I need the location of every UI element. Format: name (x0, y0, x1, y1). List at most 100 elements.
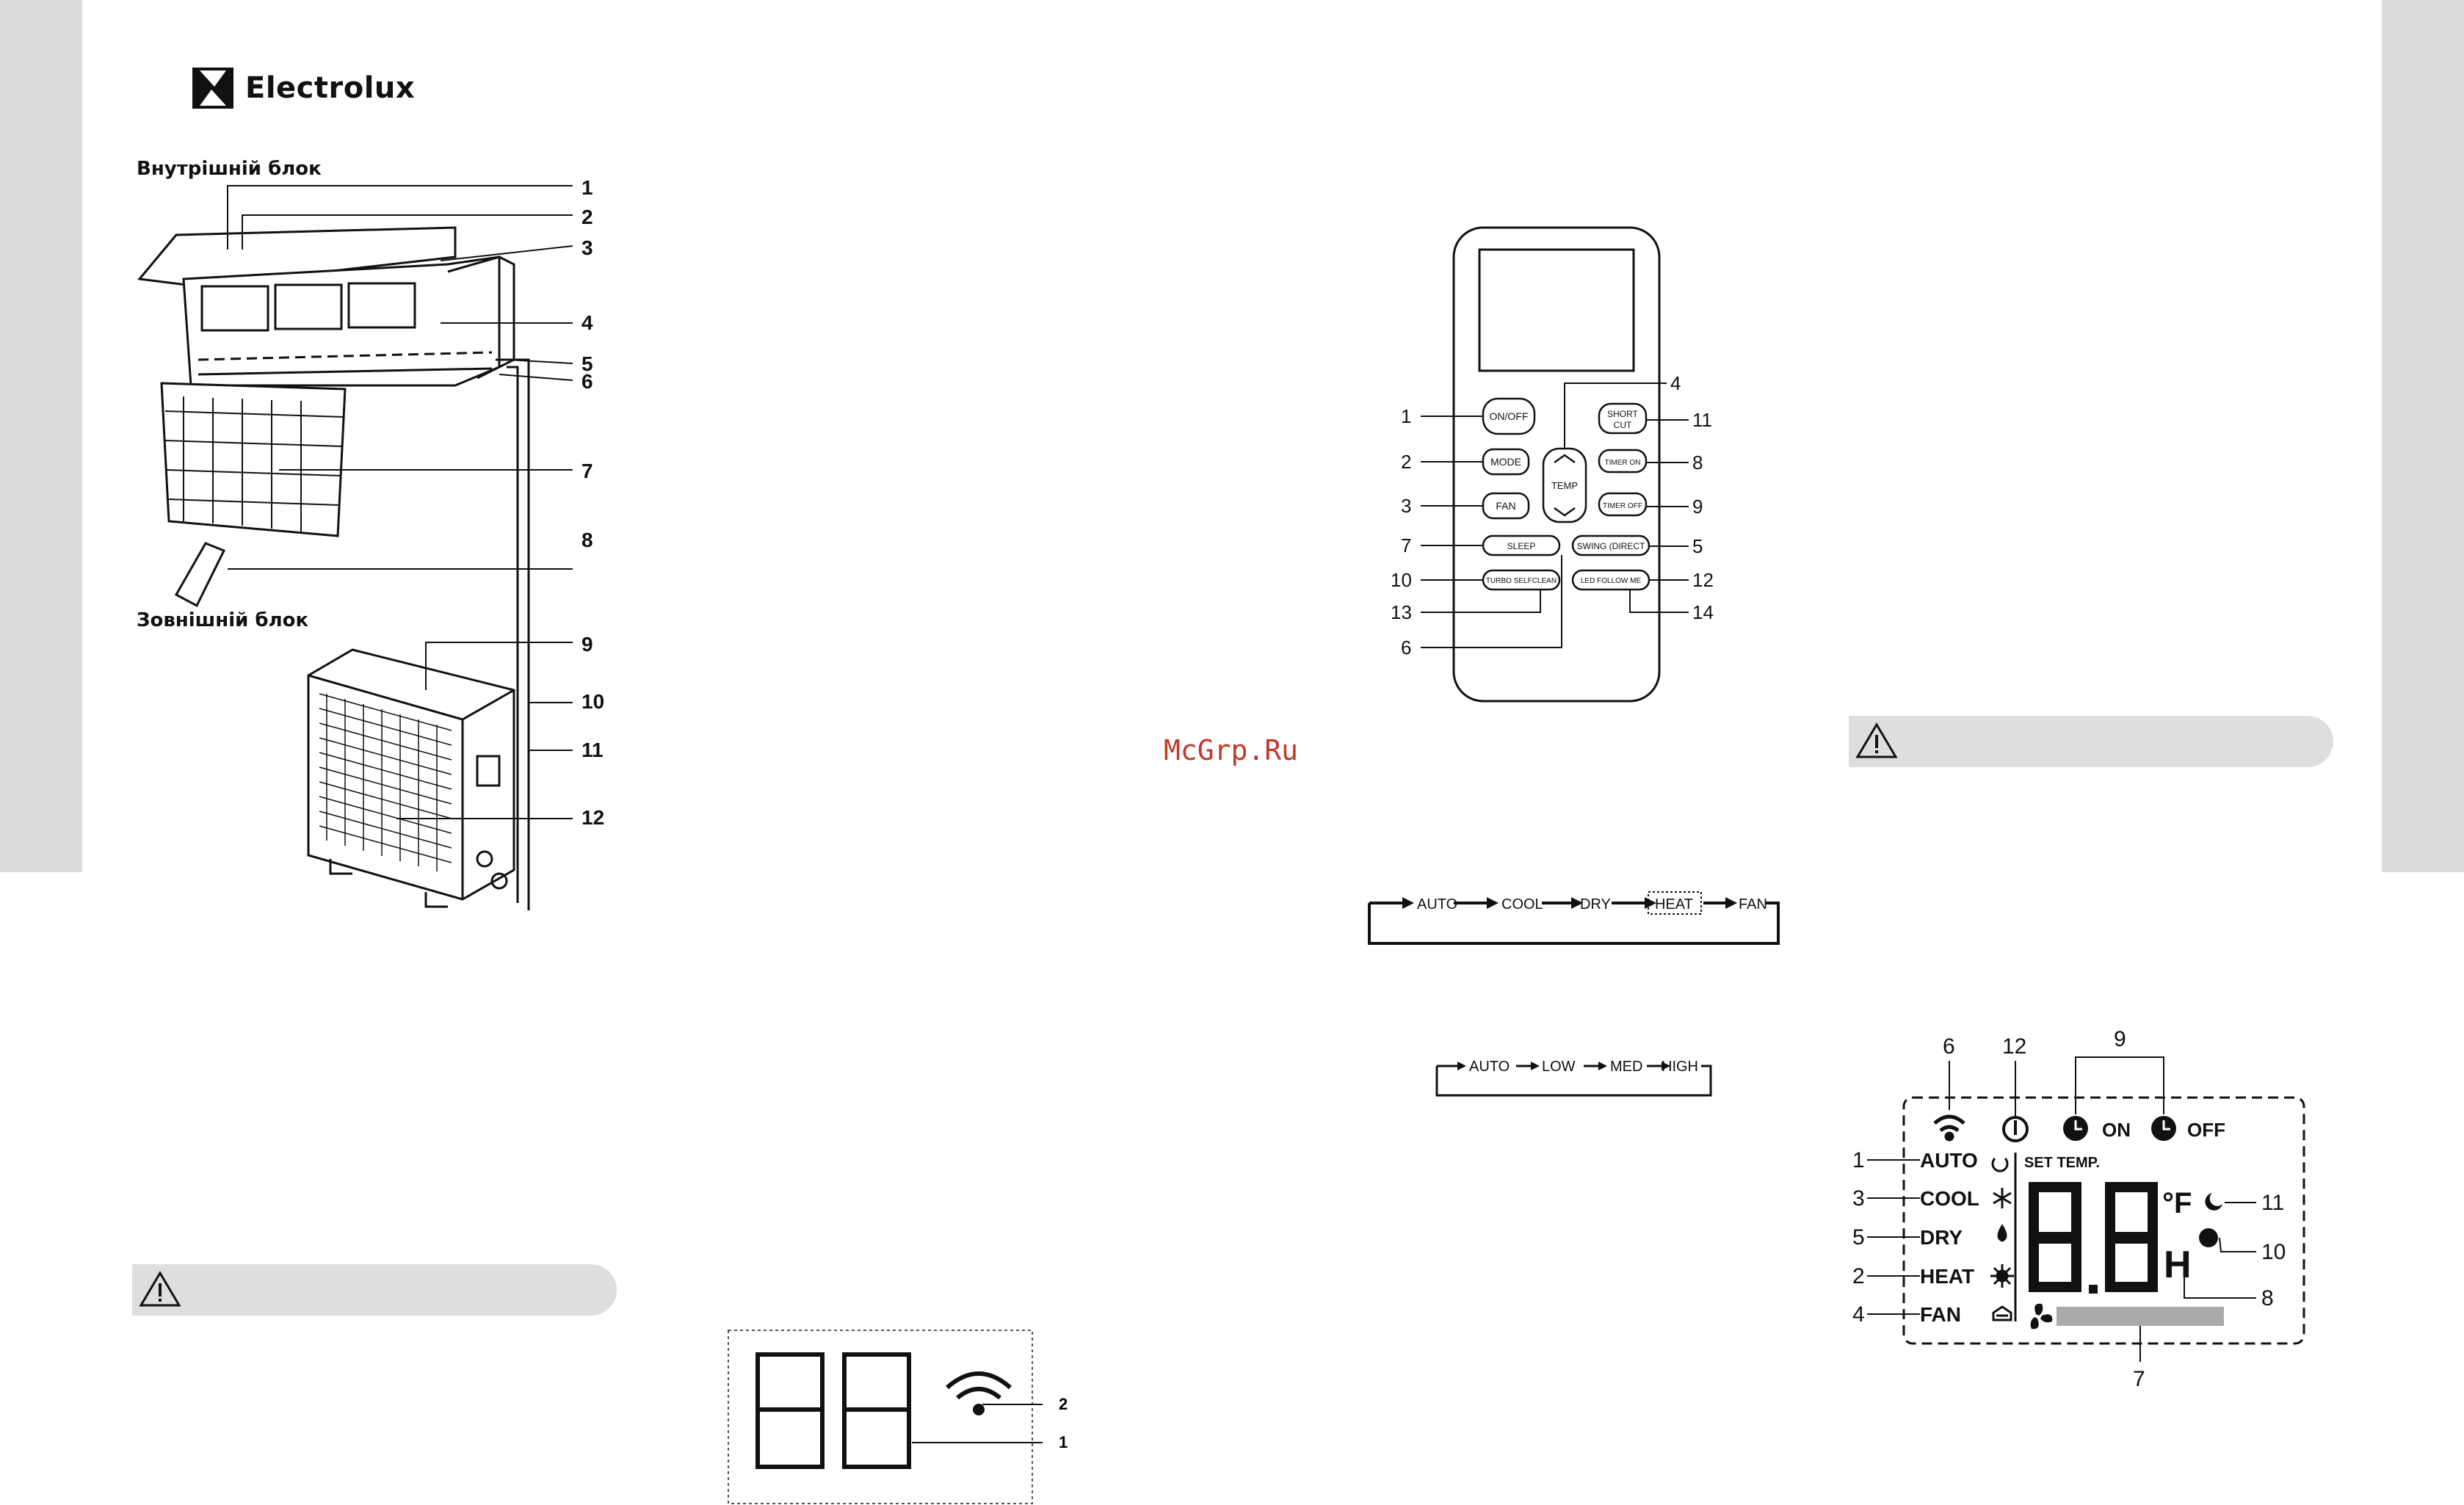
lcd-temp-digits (2029, 1182, 2158, 1294)
remote-callout-6: 6 (1401, 637, 1411, 659)
lcd-sun-icon (1990, 1264, 2014, 1288)
remote-callout-8: 8 (1692, 452, 1703, 474)
remote-callout-7: 7 (1401, 534, 1411, 556)
callout-6: 6 (581, 370, 593, 393)
callout-3: 3 (581, 236, 593, 259)
on-off-label: ON/OFF (1490, 410, 1529, 422)
fan-cycle-diagram: AUTO LOW MED HIGH (1435, 1059, 1712, 1097)
lcd-sleep-icon (2205, 1193, 2222, 1211)
fan-cycle-low: LOW (1542, 1059, 1576, 1075)
remote-callout-12: 12 (1692, 569, 1714, 591)
remote-callout-4: 4 (1670, 372, 1681, 394)
louver-row (198, 351, 493, 361)
callout-4: 4 (581, 311, 593, 334)
temp-label: TEMP (1551, 480, 1578, 491)
mode-cycle-heat: HEAT (1655, 896, 1693, 913)
heat-dashed-box (1648, 891, 1702, 915)
lcd-callout-6: 6 (1943, 1034, 1955, 1059)
lcd-callout-3: 3 (1852, 1186, 1865, 1211)
air-conditioner-diagram (137, 185, 573, 910)
timer-off-button[interactable] (1598, 492, 1648, 517)
timer-on-label: TIMER ON (1605, 459, 1641, 467)
indoor-display-diagram: 2 1 (728, 1330, 1068, 1504)
remote-lcd-diagram: ON OFF 6 12 9 AUTO COOL DRY HEAT FAN 1 3… (1852, 1028, 2305, 1391)
lcd-mode-cool: COOL (1920, 1187, 1979, 1210)
electrolux-logo-icon (192, 68, 233, 109)
lcd-follow-me-icon (2199, 1228, 2218, 1247)
filter-slot-1 (200, 285, 269, 332)
outdoor-unit-heading: Зовнішній блок (137, 609, 309, 631)
fan-cycle-med: MED (1610, 1059, 1642, 1075)
warning-triangle-icon (1855, 722, 1898, 758)
outdoor-feet (329, 859, 448, 908)
lcd-mode-dry: DRY (1920, 1226, 1963, 1249)
lcd-h: H (2164, 1244, 2192, 1286)
lcd-fan-speed-bar (2057, 1307, 2224, 1326)
lcd-callout-10: 10 (2261, 1240, 2286, 1264)
short-cut-label-2: CUT (1614, 420, 1632, 430)
sleep-label: SLEEP (1507, 541, 1536, 551)
lcd-callout-8: 8 (2261, 1286, 2274, 1310)
brand-name: Electrolux (245, 71, 416, 105)
lcd-set-temp-label: SET TEMP. (2024, 1155, 2100, 1171)
remote-callout-11: 11 (1692, 409, 1712, 431)
outdoor-unit (307, 648, 515, 901)
callout-10: 10 (581, 690, 605, 713)
turbo-selfclean-label: TURBO SELFCLEAN (1486, 577, 1557, 585)
mode-cycle-diagram: AUTO COOL DRY HEAT FAN (1368, 891, 1780, 945)
lcd-callout-7: 7 (2133, 1367, 2145, 1391)
remote-control-diagram: ON/OFF MODE FAN SLEEP TURBO SELFCLEAN TE… (1391, 226, 1714, 703)
warning-triangle-icon (139, 1271, 181, 1307)
remote-callout-13: 13 (1391, 601, 1412, 623)
lcd-auto-icon (1991, 1157, 2009, 1172)
lcd-deg-f: °F (2162, 1187, 2192, 1219)
callout-9: 9 (581, 633, 593, 656)
remote-callout-1: 1 (1401, 405, 1411, 427)
right-margin-band (2382, 0, 2464, 872)
led-follow-me-label: LED FOLLOW ME (1581, 577, 1642, 585)
lcd-callout-11: 11 (2261, 1191, 2284, 1215)
remote-callout-9: 9 (1692, 496, 1703, 518)
display-callout-1: 1 (1059, 1433, 1068, 1451)
left-margin-band (0, 0, 82, 872)
mode-cycle-fan: FAN (1739, 896, 1767, 913)
lcd-mode-heat: HEAT (1920, 1265, 1974, 1288)
lcd-callout-12: 12 (2002, 1034, 2026, 1059)
fan-grille (319, 693, 452, 871)
remote-screen (1478, 248, 1635, 372)
watermark: McGrp.Ru (1164, 734, 1299, 766)
lcd-callout-1: 1 (1852, 1148, 1865, 1172)
filter-slot-2 (274, 283, 343, 330)
remote-callout-14: 14 (1692, 601, 1714, 623)
callout-2: 2 (581, 206, 593, 228)
lcd-drop-icon (1997, 1224, 2007, 1242)
mode-cycle-cool: COOL (1501, 896, 1543, 913)
timer-on-button[interactable] (1598, 449, 1648, 474)
wifi-icon (946, 1371, 1012, 1415)
swing-direct-label: SWING (DIRECT (1577, 541, 1645, 551)
callout-1: 1 (581, 176, 593, 199)
valve-2 (490, 872, 508, 890)
side-cover (447, 255, 515, 380)
callout-8: 8 (581, 529, 593, 551)
lcd-home-icon (1992, 1305, 2012, 1321)
short-cut-button[interactable] (1598, 402, 1648, 435)
mode-cycle-auto: AUTO (1417, 896, 1457, 913)
remote-callout-3: 3 (1401, 495, 1411, 517)
lcd-callout-2: 2 (1852, 1264, 1865, 1288)
fan-cycle-auto: AUTO (1469, 1059, 1510, 1075)
lcd-off-label: OFF (2187, 1119, 2225, 1141)
timer-off-label: TIMER OFF (1603, 502, 1642, 510)
indoor-unit-heading: Внутрішній блок (137, 158, 322, 180)
lcd-callout-4: 4 (1852, 1302, 1865, 1327)
fan-cycle-high: HIGH (1662, 1059, 1698, 1075)
remote-callout-2: 2 (1401, 451, 1411, 473)
brand-logo: Electrolux (192, 68, 415, 109)
callout-11: 11 (581, 739, 604, 761)
remote-callout-5: 5 (1692, 535, 1703, 557)
lcd-mode-fan: FAN (1920, 1303, 1961, 1326)
lcd-fan-icon (2030, 1303, 2053, 1330)
warning-bar-1 (132, 1264, 617, 1316)
lcd-callout-9: 9 (2114, 1028, 2126, 1051)
digit-88 (755, 1352, 911, 1469)
